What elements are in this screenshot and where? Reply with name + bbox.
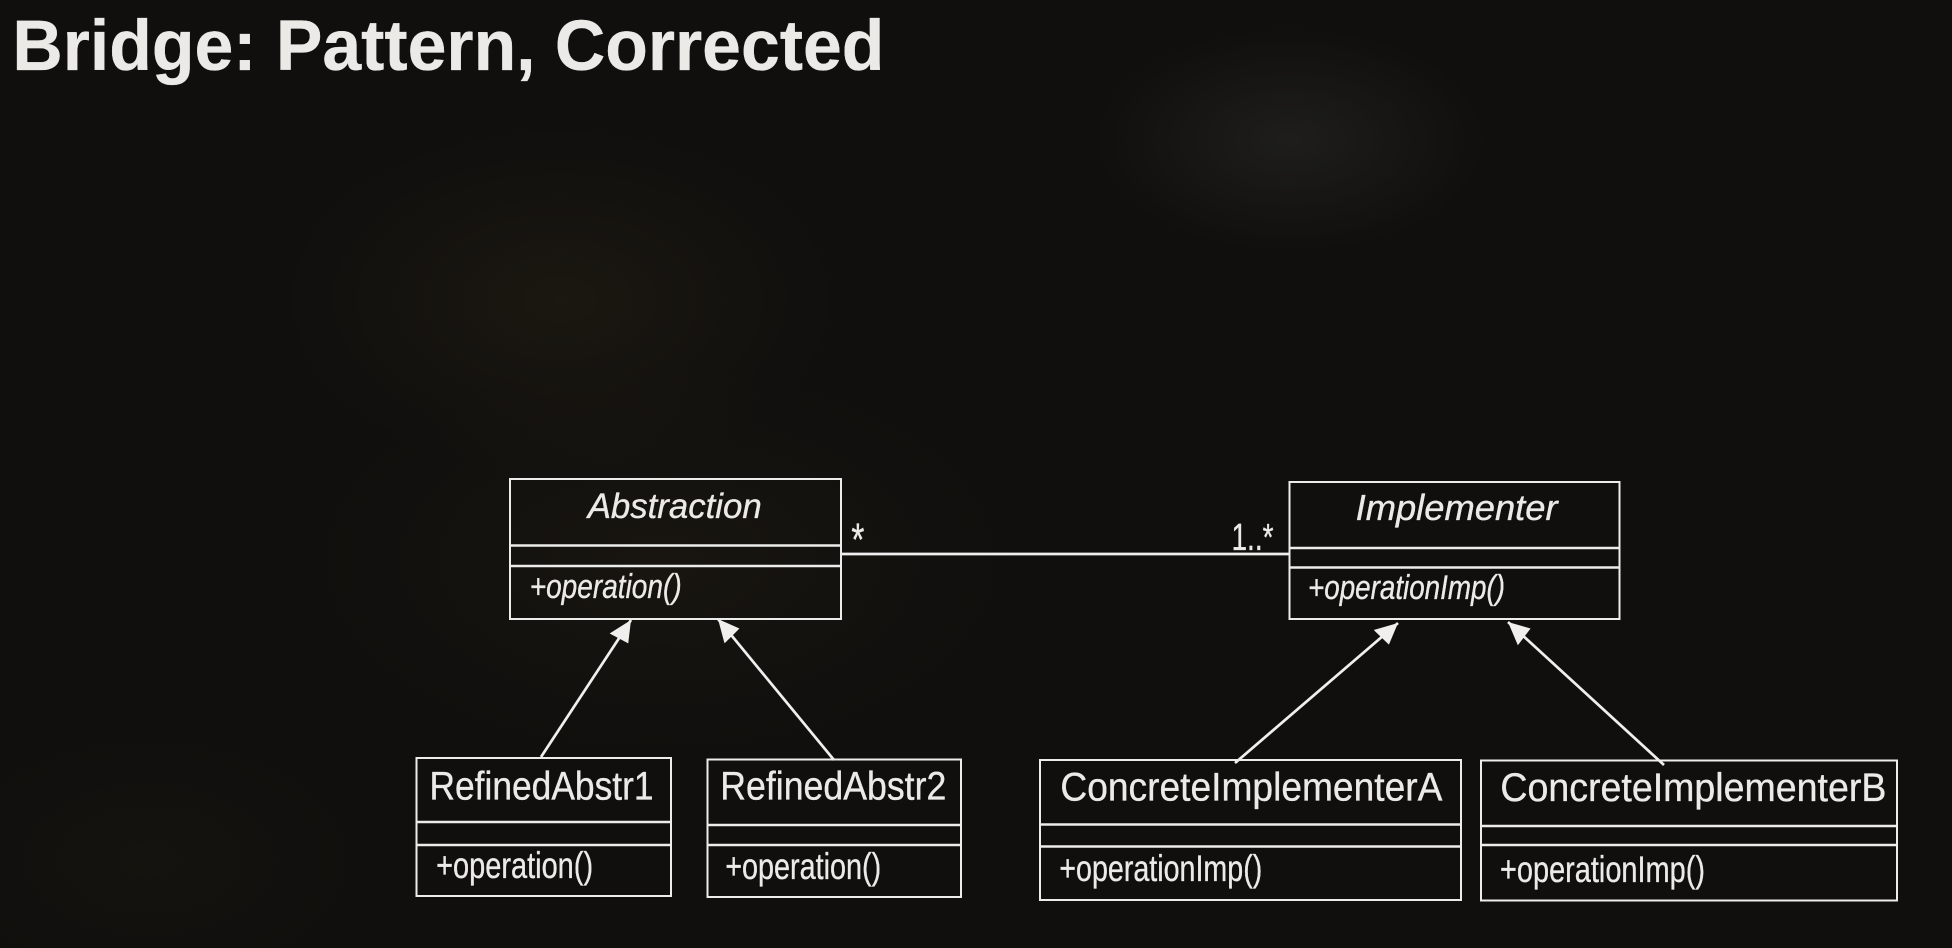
svg-text:+operation(): +operation() <box>725 846 881 887</box>
svg-text:ConcreteImplementerA: ConcreteImplementerA <box>1060 766 1442 810</box>
svg-text:+operationImp(): +operationImp() <box>1500 849 1705 890</box>
svg-text:+operationImp(): +operationImp() <box>1059 848 1262 889</box>
svg-text:+operation(): +operation() <box>530 568 682 606</box>
svg-text:Bridge: Pattern, Corrected: Bridge: Pattern, Corrected <box>12 7 884 86</box>
svg-text:1..*: 1..* <box>1232 517 1274 559</box>
svg-text:+operation(): +operation() <box>436 845 593 886</box>
svg-text:*: * <box>851 514 864 566</box>
svg-text:Implementer: Implementer <box>1356 487 1560 528</box>
svg-text:RefinedAbstr1: RefinedAbstr1 <box>430 765 654 809</box>
svg-text:+operationImp(): +operationImp() <box>1308 569 1505 607</box>
svg-text:ConcreteImplementerB: ConcreteImplementerB <box>1500 766 1886 810</box>
svg-text:Abstraction: Abstraction <box>586 486 762 526</box>
svg-text:RefinedAbstr2: RefinedAbstr2 <box>720 765 946 809</box>
